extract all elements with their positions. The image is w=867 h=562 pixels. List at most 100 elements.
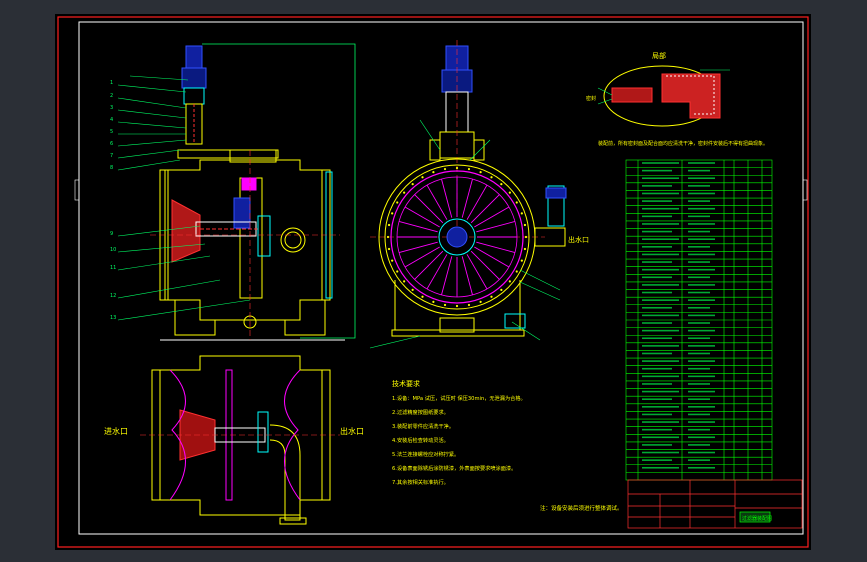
svg-text:6: 6 <box>110 141 113 147</box>
flange-bolt <box>443 167 447 171</box>
bom-cell-mark <box>642 322 672 324</box>
flange-bolt <box>432 300 435 303</box>
bom-cell-mark <box>642 459 672 461</box>
filter-spoke <box>398 221 438 233</box>
flange-bolt <box>524 235 528 239</box>
flange-bolt <box>411 288 414 291</box>
bom-cell-mark <box>642 192 679 195</box>
bom-cell-mark <box>642 276 672 279</box>
flange-bolt <box>523 223 527 227</box>
bom-cell-mark <box>642 337 672 340</box>
flange-bolt <box>520 259 523 262</box>
filter-spoke <box>470 194 500 224</box>
bom-cell-mark <box>688 284 715 286</box>
bom-cell-mark <box>642 451 679 454</box>
bom-cell-mark <box>688 428 710 431</box>
bom-cell-mark <box>688 192 715 195</box>
flange-bolt <box>396 270 399 273</box>
bom-cell-mark <box>642 253 679 256</box>
bom-cell-mark <box>642 428 672 431</box>
svg-text:10: 10 <box>110 247 116 253</box>
bom-cell-mark <box>642 230 672 233</box>
filter-spoke <box>476 221 516 233</box>
bom-cell-mark <box>642 284 679 286</box>
bom-cell-mark <box>688 306 710 309</box>
filter-spoke <box>461 256 473 296</box>
bom-cell-mark <box>642 444 672 446</box>
bom-cell-mark <box>642 413 672 416</box>
bom-cell-mark <box>642 177 679 180</box>
bom-cell-mark <box>642 398 672 400</box>
bom-cell-mark <box>688 451 715 454</box>
flange-bolt <box>396 201 399 204</box>
filter-spoke <box>474 206 510 228</box>
flange-bolt <box>490 176 493 179</box>
flange-bolt <box>520 212 523 215</box>
front-leaders <box>117 75 251 321</box>
tech-req-line-3: 3.装配前零件应清洗干净。 <box>392 422 454 430</box>
bom-cell-mark <box>688 169 710 172</box>
bom-cell-mark <box>688 162 715 164</box>
bom-cell-mark <box>642 200 672 202</box>
flange-bolt <box>386 235 390 239</box>
filter-spoke <box>426 254 448 290</box>
bom-cell-mark <box>642 246 672 248</box>
tech-req-title: 技术要求 <box>392 379 420 388</box>
bom-cell-mark <box>642 169 672 172</box>
flange-bolt <box>515 270 518 273</box>
svg-text:2: 2 <box>110 93 113 99</box>
filter-spoke <box>426 184 448 220</box>
flange-bolt <box>391 212 394 215</box>
tech-req-line-7: 7.其余按相关标准执行。 <box>392 478 449 486</box>
plan-inlet-label: 进水口 <box>104 426 128 436</box>
filter-spoke <box>414 250 444 280</box>
bom-cell-mark <box>642 367 672 370</box>
flange-bolt <box>455 304 459 308</box>
filter-spoke <box>404 206 440 228</box>
svg-text:12: 12 <box>110 293 116 299</box>
filter-spoke <box>476 241 516 253</box>
flange-bolt <box>508 191 511 194</box>
filter-spoke <box>461 178 473 218</box>
bom-cell-mark <box>642 299 679 301</box>
bom-cell-mark <box>688 352 710 355</box>
svg-text:1: 1 <box>110 80 113 86</box>
filter-spoke <box>474 246 510 268</box>
bom-cell-mark <box>688 223 715 225</box>
bom-cell-mark <box>688 261 710 263</box>
bom-cell-mark <box>642 345 679 347</box>
bom-cell-mark <box>688 337 710 340</box>
bom-cell-mark <box>642 406 679 408</box>
filter-spoke <box>441 178 453 218</box>
tech-req-line-5: 5.法兰连接螺栓应对称拧紧。 <box>392 450 459 458</box>
svg-text:11: 11 <box>110 265 116 271</box>
flange-bolt <box>515 201 518 204</box>
outer-frame <box>57 16 809 548</box>
technical-requirements: 技术要求 1.设备：MPa 试压，试压时 保压30min，无泄漏为合格。 2.过… <box>392 379 526 486</box>
flange-bolt <box>479 300 482 303</box>
bom-cell-mark <box>642 291 672 294</box>
bom-cell-mark <box>688 398 710 400</box>
bom-cell-mark <box>688 444 710 446</box>
svg-text:13: 13 <box>110 315 116 321</box>
flange-bolt <box>387 247 391 251</box>
bom-cell-mark <box>688 413 710 416</box>
bom-cell-mark <box>642 268 679 271</box>
svg-text:8: 8 <box>110 165 113 171</box>
title-block <box>627 479 803 529</box>
bom-cell-mark <box>642 390 679 393</box>
bom-cell-mark <box>642 436 679 439</box>
bill-of-materials <box>625 159 773 481</box>
flange-bolt <box>467 167 471 171</box>
bom-cell-mark <box>642 375 679 378</box>
bom-cell-mark <box>688 185 710 187</box>
bom-cell-mark <box>688 200 710 202</box>
bom-cell-mark <box>688 238 715 240</box>
tech-req-line-1: 1.设备：MPa 试压，试压时 保压30min，无泄漏为合格。 <box>392 394 526 402</box>
bom-cell-mark <box>688 299 715 301</box>
plan-view <box>140 355 340 525</box>
plan-outlet-label: 出水口 <box>340 426 364 436</box>
bom-cell-mark <box>642 261 672 263</box>
